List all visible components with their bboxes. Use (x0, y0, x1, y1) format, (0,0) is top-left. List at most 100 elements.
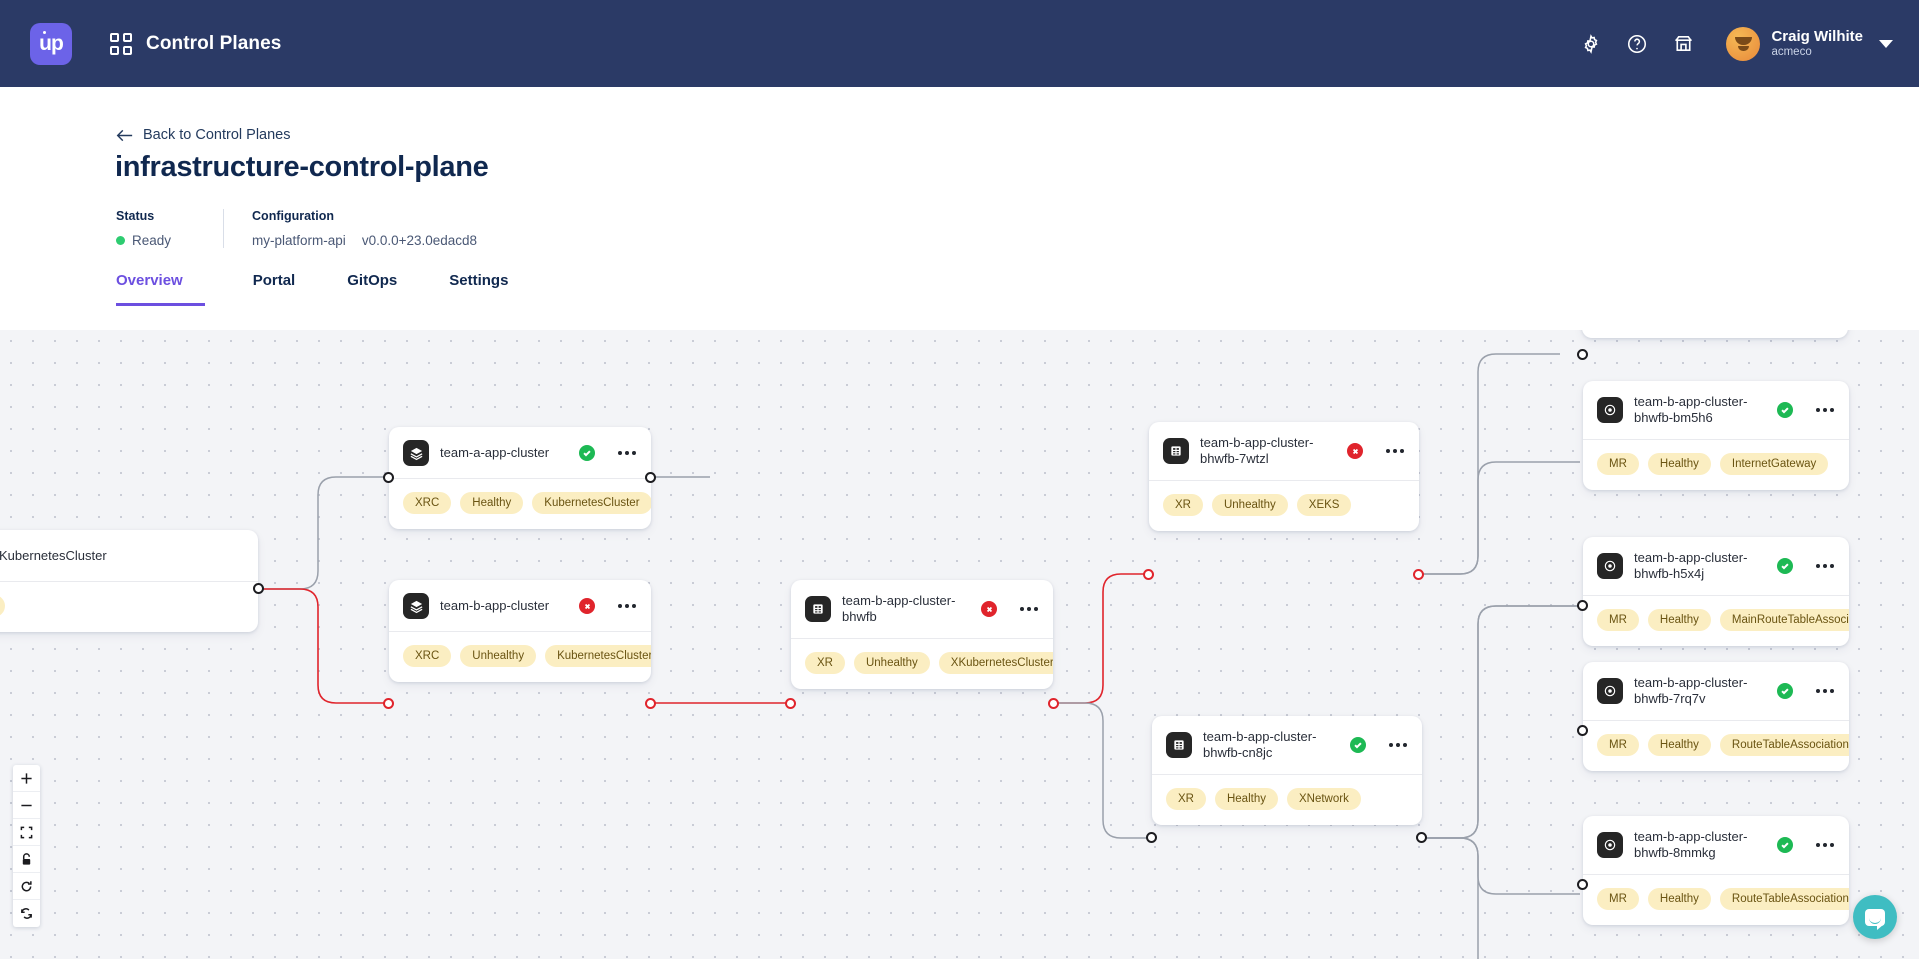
graph-node-team-b-app-cluster-bhwfb[interactable]: team-b-app-cluster-bhwfb XR Unhealthy XK… (791, 580, 1053, 689)
user-menu[interactable]: Craig Wilhite acmeco (1771, 28, 1863, 58)
node-tag: API (0, 595, 5, 617)
node-menu-button[interactable] (1816, 843, 1834, 848)
graph-node-partial[interactable] (1582, 330, 1848, 338)
app-title: Control Planes (146, 32, 282, 54)
graph-node-team-b-app-cluster-bhwfb-h5x4j[interactable]: team-b-app-cluster-bhwfb-h5x4j MR Health… (1583, 537, 1849, 646)
page-title: infrastructure-control-plane (115, 151, 489, 183)
node-handle-right[interactable] (1413, 569, 1424, 580)
node-tags: XR Healthy XNetwork (1152, 775, 1422, 825)
graph-node-team-b-app-cluster[interactable]: team-b-app-cluster XRC Unhealthy Kuberne… (389, 580, 651, 682)
node-handle-right[interactable] (645, 698, 656, 709)
node-tags: XR Unhealthy XEKS (1149, 481, 1419, 531)
lock-control[interactable] (13, 846, 40, 873)
graph-node-team-b-app-cluster-bhwfb-cn8jc[interactable]: team-b-app-cluster-bhwfb-cn8jc XR Health… (1152, 716, 1422, 825)
graph-node-team-b-app-cluster-bhwfb-7wtzl[interactable]: team-b-app-cluster-bhwfb-7wtzl XR Unheal… (1149, 422, 1419, 531)
marketplace-icon[interactable] (1660, 21, 1706, 67)
node-title: team-b-app-cluster-bhwfb-8mmkg (1634, 829, 1748, 861)
graph-node-team-b-app-cluster-bhwfb-7rq7v[interactable]: team-b-app-cluster-bhwfb-7rq7v MR Health… (1583, 662, 1849, 771)
status-dot-icon (116, 236, 125, 245)
status-badge-healthy (1777, 402, 1793, 419)
page-header: Back to Control Planes infrastructure-co… (0, 87, 1919, 330)
node-title: team-b-app-cluster (440, 597, 550, 613)
grid-icon[interactable] (110, 32, 132, 55)
back-to-control-planes-link[interactable]: Back to Control Planes (116, 127, 291, 143)
configuration-value: my-platform-api v0.0.0+23.0edacd8 (252, 233, 477, 248)
graph-node-team-b-app-cluster-bhwfb-bm5h6[interactable]: team-b-app-cluster-bhwfb-bm5h6 MR Health… (1583, 381, 1849, 490)
status-badge: Ready (116, 233, 171, 248)
node-handle-left[interactable] (1577, 725, 1588, 736)
node-handle-left[interactable] (383, 698, 394, 709)
node-menu-button[interactable] (1389, 743, 1407, 748)
node-title: team-b-app-cluster-bhwfb (842, 593, 956, 625)
node-divider (1583, 719, 1849, 721)
help-icon[interactable] (1614, 21, 1660, 67)
node-tag: XKubernetesCluster (938, 651, 1053, 674)
status-block: Status Ready (116, 209, 197, 248)
node-menu-button[interactable] (1386, 449, 1404, 454)
chevron-down-icon[interactable] (1879, 39, 1893, 48)
chat-launcher[interactable] (1853, 895, 1897, 939)
node-handle-right[interactable] (645, 472, 656, 483)
status-badge-healthy (1777, 683, 1793, 700)
node-handle-left[interactable] (1577, 879, 1588, 890)
node-title: team-b-app-cluster-bhwfb-7wtzl (1200, 435, 1314, 467)
node-handle-right[interactable] (1048, 698, 1059, 709)
graph-node-team-b-app-cluster-bhwfb-8mmkg[interactable]: team-b-app-cluster-bhwfb-8mmkg MR Health… (1583, 816, 1849, 925)
tab-gitops[interactable]: GitOps (347, 272, 398, 289)
gear-icon[interactable] (1568, 21, 1614, 67)
top-navigation-bar: up Control Planes Craig Wilhite acmeco (0, 0, 1919, 87)
node-handle-left[interactable] (1577, 600, 1588, 611)
avatar[interactable] (1726, 26, 1761, 61)
node-tag: Healthy (460, 492, 524, 514)
node-tag: XR (1166, 787, 1206, 810)
node-tag: Healthy (1647, 887, 1711, 910)
node-handle-left[interactable] (1577, 349, 1588, 360)
grid-cell (110, 32, 119, 42)
node-title: team-a-app-cluster (440, 444, 550, 460)
tab-settings[interactable]: Settings (449, 272, 509, 289)
sync-control[interactable] (13, 900, 40, 927)
node-handle-right[interactable] (1416, 832, 1427, 843)
node-menu-button[interactable] (618, 604, 636, 608)
node-handle-left[interactable] (785, 698, 796, 709)
resource-icon (1163, 438, 1189, 465)
node-menu-button[interactable] (1816, 564, 1834, 569)
target-icon (1597, 678, 1623, 705)
configuration-name: my-platform-api (252, 233, 346, 248)
node-title: team-b-app-cluster-bhwfb-bm5h6 (1634, 394, 1748, 426)
avatar-shape (1737, 45, 1749, 51)
tab-portal[interactable]: Portal (252, 272, 296, 289)
upbound-logo[interactable]: up (30, 22, 72, 65)
node-menu-button[interactable] (1816, 689, 1834, 694)
node-tags: XRC Unhealthy KubernetesCluster (389, 632, 651, 682)
resource-graph-canvas[interactable]: K KubernetesCluster API team-a-app-clust… (0, 330, 1919, 959)
logo-dot (43, 30, 46, 34)
node-handle-right[interactable] (253, 583, 264, 594)
zoom-in-control[interactable] (13, 765, 40, 792)
reset-control[interactable] (13, 873, 40, 900)
node-header: team-b-app-cluster-bhwfb-h5x4j (1583, 537, 1849, 595)
graph-node-team-a-app-cluster[interactable]: team-a-app-cluster XRC Healthy Kubernete… (389, 427, 651, 529)
node-divider (1583, 438, 1849, 440)
tab-overview[interactable]: Overview (116, 272, 205, 306)
user-org: acmeco (1771, 45, 1812, 58)
node-handle-left[interactable] (1146, 832, 1157, 843)
node-handle-left[interactable] (1143, 569, 1154, 580)
zoom-out-control[interactable] (13, 792, 40, 819)
node-tags: MR Healthy RouteTableAssociation (1583, 875, 1849, 925)
node-tag: Healthy (1214, 787, 1278, 810)
node-menu-button[interactable] (1816, 408, 1834, 413)
node-tags: XRC Healthy KubernetesCluster (389, 479, 651, 529)
fit-view-control[interactable] (13, 819, 40, 846)
canvas-controls (13, 765, 40, 927)
node-tag: KubernetesCluster (545, 645, 651, 667)
node-handle-left[interactable] (383, 472, 394, 483)
target-icon (1597, 397, 1623, 424)
node-divider (1149, 479, 1419, 481)
graph-node-kubernetescluster[interactable]: K KubernetesCluster API (0, 530, 258, 632)
node-menu-button[interactable] (1020, 607, 1038, 612)
grid-cell (123, 32, 132, 42)
node-menu-button[interactable] (618, 451, 636, 455)
node-divider (389, 631, 651, 632)
status-badge-healthy (1777, 558, 1793, 575)
